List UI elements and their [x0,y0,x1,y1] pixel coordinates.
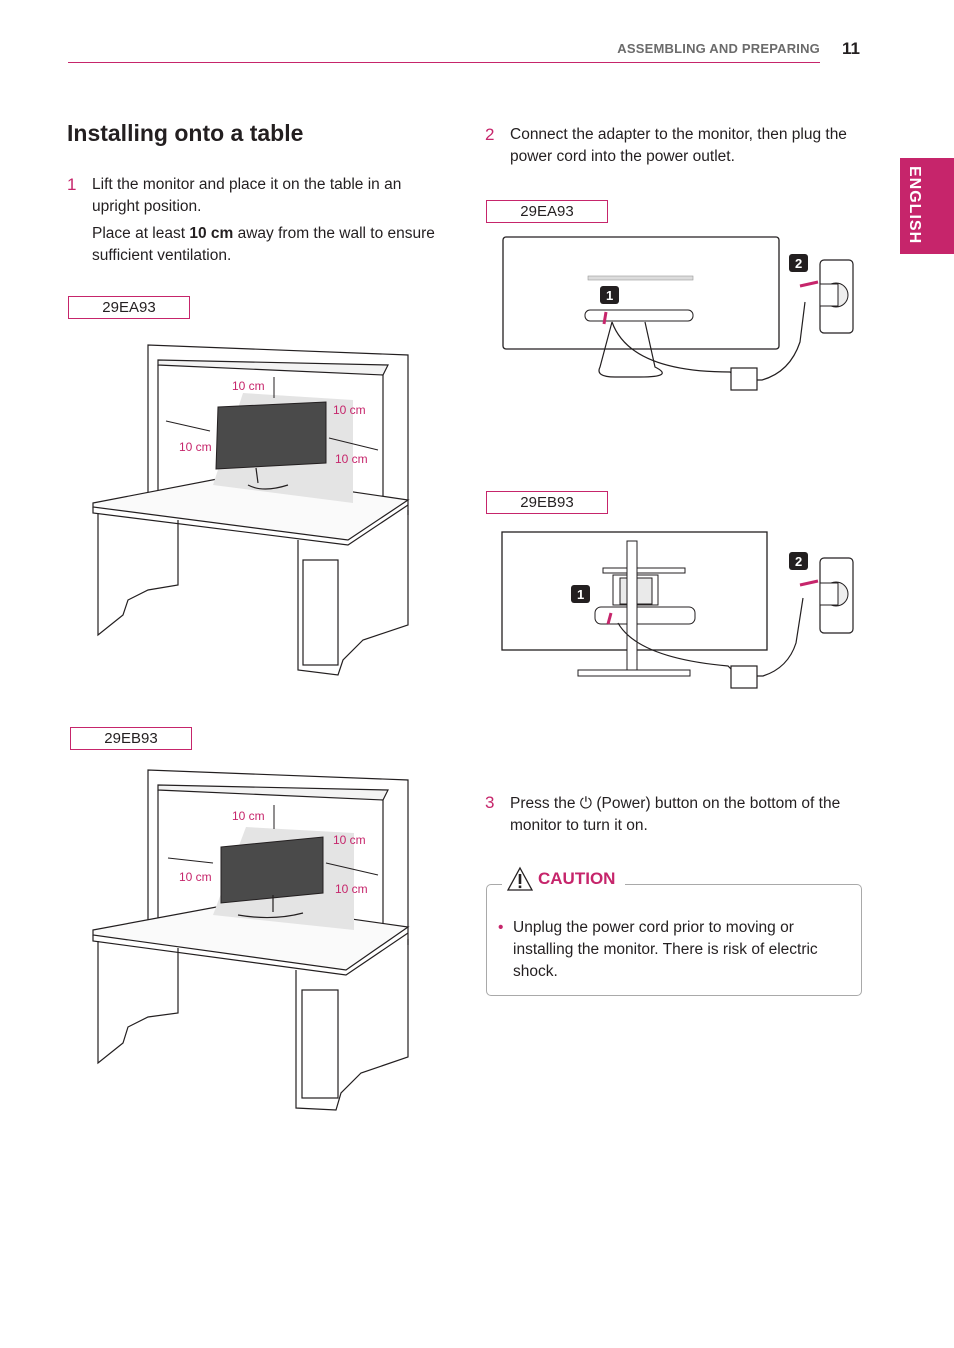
caution-item: • Unplug the power cord prior to moving … [498,917,848,983]
caution-header: CAUTION [502,866,626,892]
warning-triangle-icon [506,866,534,891]
clearance-right-label-2: 10 cm [335,882,368,896]
model-label-29ea93-connect: 29EA93 [486,200,608,223]
clearance-left-label-2: 10 cm [179,870,212,884]
step-3-text-before: Press the [510,795,580,812]
bullet-icon: • [498,919,504,936]
model-label-29eb93-table: 29EB93 [70,727,192,750]
step-1-number: 1 [67,175,77,194]
clearance-back-label: 10 cm [333,403,366,417]
step-2-number: 2 [485,125,495,144]
connection-illustration-29ea93: 1 2 [502,236,854,391]
callout-box-1 [600,286,619,304]
caution-text: Unplug the power cord prior to moving or… [513,919,818,980]
clearance-right-label: 10 cm [335,452,368,466]
page-number: 11 [842,39,860,58]
callout-box-2 [789,254,808,272]
clearance-back-label-2: 10 cm [333,833,366,847]
callout-1b-label: 1 [577,587,584,602]
caution-label: CAUTION [538,869,616,888]
language-tab-label: ENGLISH [906,166,923,245]
step-2-text: Connect the adapter to the monitor, then… [510,126,847,165]
power-icon: ⏻ [579,794,593,812]
callout-1-label: 1 [606,288,613,303]
step-1-note-suffix: away from the wall to ensure sufficient … [92,225,435,264]
callout-box-1b [571,585,590,603]
step-1-text: Lift the monitor and place it on the tab… [92,176,402,215]
model-label-29eb93-connect: 29EB93 [486,491,608,514]
header-rule [68,62,820,63]
model-label-29ea93-table: 29EA93 [68,296,190,319]
language-tab: ENGLISH [900,158,954,254]
header-section-title: ASSEMBLING AND PREPARING [617,41,820,56]
clearance-left-label: 10 cm [179,440,212,454]
desk-illustration-29eb93: 10 cm 10 cm 10 cm 10 cm [92,769,410,1111]
step-1-note-prefix: Place at least [92,225,190,242]
callout-box-2b [789,552,808,570]
page-title: Installing onto a table [67,120,304,146]
step-3-text: Press the ⏻ (Power) button on the bottom… [510,792,855,837]
caution-box [486,884,862,996]
clearance-top-label-2: 10 cm [232,809,265,823]
clearance-top-label: 10 cm [232,379,265,393]
step-1-note: Place at least 10 cm away from the wall … [92,223,437,267]
desk-illustration-29ea93: 10 cm 10 cm 10 cm 10 cm [92,344,410,676]
callout-2b-label: 2 [795,554,802,569]
connection-illustration-29eb93: 1 2 [501,531,854,689]
step-1-note-bold: 10 cm [189,225,234,242]
step-3-number: 3 [485,793,495,812]
callout-2-label: 2 [795,256,802,271]
step-3-text-after: (Power) button on the bottom of the moni… [510,795,841,834]
